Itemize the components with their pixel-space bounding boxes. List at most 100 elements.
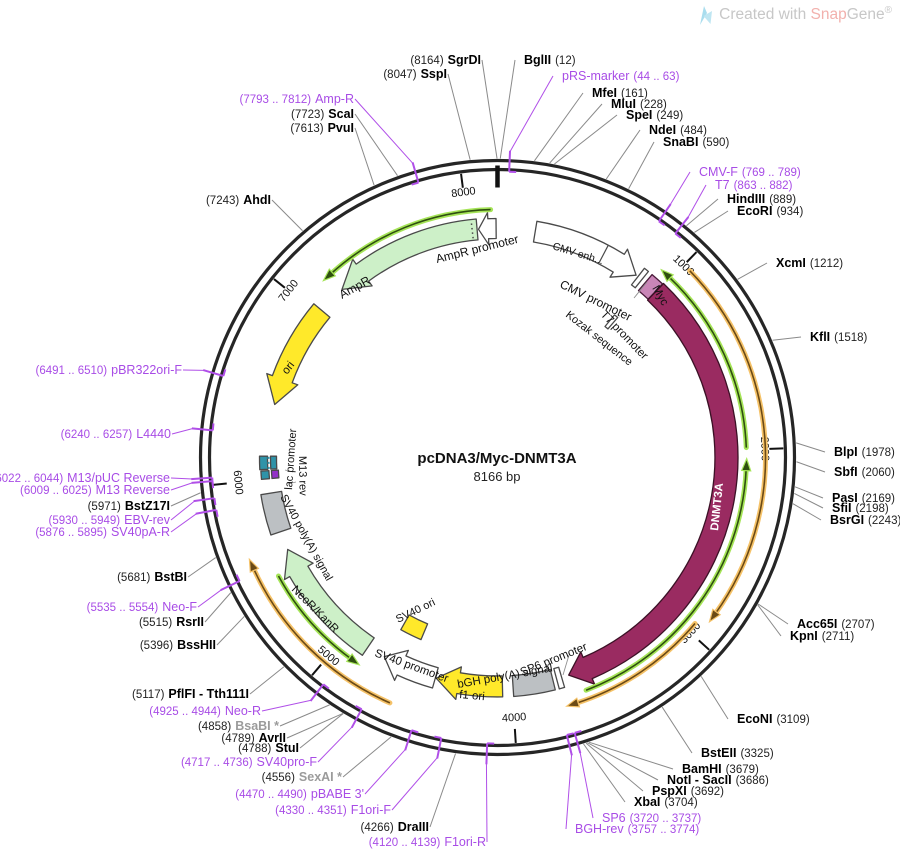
- label-connector-3: [562, 654, 570, 676]
- primer-label-f1ori-r[interactable]: (4120 .. 4139)F1ori-R: [369, 835, 486, 849]
- primer-flag-7802: [411, 162, 420, 186]
- enzyme-label-rsrii[interactable]: (5515)RsrII: [139, 615, 204, 629]
- label-lac-promoter-label[interactable]: lac promoter: [283, 428, 299, 490]
- label-m13-rev-label[interactable]: M13 rev: [296, 456, 309, 496]
- feature-orf-right-inner: [565, 621, 698, 708]
- feature-ampr-promoter[interactable]: [477, 212, 497, 246]
- enzyme-label-kpni[interactable]: KpnI(2711): [790, 629, 854, 643]
- callout-line-acc65i: [757, 603, 789, 625]
- primer-label-m13-reverse[interactable]: (6009 .. 6025)M13 Reverse: [20, 483, 170, 497]
- label-f1-ori-label[interactable]: f1 ori: [459, 689, 486, 703]
- primer-label-prs-marker[interactable]: pRS-marker(44 .. 63): [562, 69, 680, 83]
- feature-dnmt3a[interactable]: [568, 282, 739, 685]
- callout-line-scai: [354, 113, 398, 176]
- enzyme-label-xbai[interactable]: XbaI(3704): [634, 795, 698, 809]
- enzyme-label-pspxi[interactable]: PspXI(3692): [652, 784, 724, 798]
- feature-m13-rev-box-a[interactable]: [260, 469, 271, 481]
- enzyme-label-ecori[interactable]: EcoRI(934): [737, 204, 803, 218]
- callout-line-noti-sacii: [587, 742, 659, 781]
- enzyme-label-xcmi[interactable]: XcmI(1212): [776, 256, 843, 270]
- feature-sv40-ori-box[interactable]: [400, 614, 429, 641]
- enzyme-label-avrii[interactable]: (4789)AvrII: [221, 731, 286, 745]
- primer-label-pbr322ori-f[interactable]: (6491 .. 6510)pBR322ori-F: [36, 363, 183, 377]
- enzyme-label-sspi[interactable]: (8047)SspI: [383, 67, 447, 81]
- enzyme-label-econi[interactable]: EcoNI(3109): [737, 712, 810, 726]
- callout-line-sexai: [342, 736, 392, 778]
- feature-m13-rev-box-b[interactable]: [270, 469, 280, 480]
- feature-kozak-box[interactable]: [604, 314, 619, 330]
- enzyme-label-bstbi[interactable]: (5681)BstBI: [117, 570, 187, 584]
- enzyme-label-hindiii[interactable]: HindIII(889): [727, 192, 796, 206]
- primer-label-sv40pro-f[interactable]: (4717 .. 4736)SV40pro-F: [181, 755, 317, 769]
- callout-line-sfii: [794, 492, 824, 509]
- enzyme-label-noti-sacii[interactable]: NotI - SacII(3686): [667, 773, 769, 787]
- feature-ampr-dotted-separator: [470, 221, 474, 239]
- feature-f1-ori[interactable]: [435, 666, 504, 701]
- feature-lac-promoter-box-b[interactable]: [269, 455, 278, 470]
- feature-sp6-promoter-box[interactable]: [553, 666, 566, 690]
- enzyme-label-bglii[interactable]: BglII(12): [524, 53, 576, 67]
- enzyme-label-draiii[interactable]: (4266)DraIII: [360, 820, 429, 834]
- primer-flag-3728: [573, 730, 582, 754]
- enzyme-label-pflfi-tth111i[interactable]: (5117)PflFI - Tth111I: [132, 687, 249, 701]
- enzyme-label-stui[interactable]: (4788)StuI: [238, 741, 299, 755]
- enzyme-label-bsrgi[interactable]: BsrGI(2243): [830, 513, 900, 527]
- enzyme-label-bsabi[interactable]: (4858)BsaBI *: [198, 719, 279, 733]
- primer-label-sp6[interactable]: SP6(3720 .. 3737): [602, 811, 701, 825]
- enzyme-label-ndei[interactable]: NdeI(484): [649, 123, 707, 137]
- enzyme-label-scai[interactable]: (7723)ScaI: [291, 107, 354, 121]
- enzyme-label-snabi[interactable]: SnaBI(590): [663, 135, 729, 149]
- callout-line-spei: [554, 114, 618, 165]
- primer-label-neo-f[interactable]: (5535 .. 5554)Neo-F: [87, 600, 198, 614]
- enzyme-label-bamhi[interactable]: BamHI(3679): [682, 762, 759, 776]
- primer-flag-872: [674, 216, 690, 239]
- feature-orf-green-neor: [276, 573, 361, 666]
- feature-ampr[interactable]: [341, 218, 479, 291]
- primer-label-sv40pa-r[interactable]: (5876 .. 5895)SV40pA-R: [35, 525, 170, 539]
- primer-label-cmv-f[interactable]: CMV-F(769 .. 789): [699, 165, 801, 179]
- feature-lac-promoter-box-a[interactable]: [258, 455, 269, 471]
- feature-sv40-polya-signal[interactable]: [260, 490, 292, 536]
- enzyme-label-sfii[interactable]: SfiI(2198): [832, 501, 889, 515]
- primer-label-bgh-rev[interactable]: BGH-rev(3757 .. 3774): [575, 822, 699, 836]
- tick-8000: [460, 173, 464, 188]
- enzyme-label-bsteii[interactable]: BstEII(3325): [701, 746, 774, 760]
- primer-label-l4440[interactable]: (6240 .. 6257)L4440: [61, 427, 171, 441]
- feature-cmv-enhancer-promoter[interactable]: [532, 220, 637, 278]
- primer-label-f1ori-f[interactable]: (4330 .. 4351)F1ori-F: [275, 803, 391, 817]
- primer-label-neo-r[interactable]: (4925 .. 4944)Neo-R: [149, 704, 261, 718]
- enzyme-label-ahdi[interactable]: (7243)AhdI: [206, 193, 271, 207]
- primer-label-ebv-rev[interactable]: (5930 .. 5949)EBV-rev: [49, 513, 171, 527]
- feature-sv40-promoter[interactable]: [383, 649, 439, 689]
- feature-ori[interactable]: [266, 303, 331, 406]
- enzyme-label-mlui[interactable]: MluI(228): [611, 97, 667, 111]
- primer-label-t7[interactable]: T7(863 .. 882): [715, 178, 793, 192]
- tick-7000: [273, 278, 286, 289]
- primer-label-amp-r[interactable]: (7793 .. 7812)Amp-R: [239, 92, 354, 106]
- enzyme-label-pasi[interactable]: PasI(2169): [832, 491, 895, 505]
- feature-orf-green-a: [583, 456, 752, 693]
- enzyme-label-acc65i[interactable]: Acc65I(2707): [797, 617, 875, 631]
- enzyme-label-sbfi[interactable]: SbfI(2060): [834, 465, 895, 479]
- callout-line-bsshii: [216, 616, 245, 646]
- enzyme-label-pvui[interactable]: (7613)PvuI: [290, 121, 354, 135]
- enzyme-label-spei[interactable]: SpeI(249): [626, 108, 683, 122]
- enzyme-label-sexai[interactable]: (4556)SexAI *: [262, 770, 342, 784]
- enzyme-label-bsshii[interactable]: (5396)BssHII: [140, 638, 216, 652]
- enzyme-label-bstz17i[interactable]: (5971)BstZ17I: [88, 499, 170, 513]
- feature-t7-promoter-box[interactable]: [630, 267, 650, 289]
- feature-bgh-polya-signal[interactable]: [511, 668, 556, 698]
- primer-label-m13puc-reverse[interactable]: (6022 .. 6044)M13/pUC Reverse: [0, 471, 170, 485]
- callout-line-bglii: [499, 59, 516, 159]
- enzyme-label-blpi[interactable]: BlpI(1978): [834, 445, 895, 459]
- enzyme-label-kfli[interactable]: KflI(1518): [810, 330, 868, 344]
- tick-6000: [212, 482, 227, 486]
- primer-label-pbabe-3[interactable]: (4470 .. 4490)pBABE 3': [235, 787, 364, 801]
- enzyme-label-sgrdi[interactable]: (8164)SgrDI: [410, 53, 481, 67]
- enzyme-label-mfei[interactable]: MfeI(161): [592, 86, 648, 100]
- callout-line-bgh-rev: [565, 754, 573, 830]
- label-dnmt3a-label[interactable]: DNMT3A: [709, 482, 726, 531]
- feature-cmv-enhancer-promoter-separator: [598, 244, 609, 265]
- feature-neor-kanr[interactable]: [283, 548, 375, 656]
